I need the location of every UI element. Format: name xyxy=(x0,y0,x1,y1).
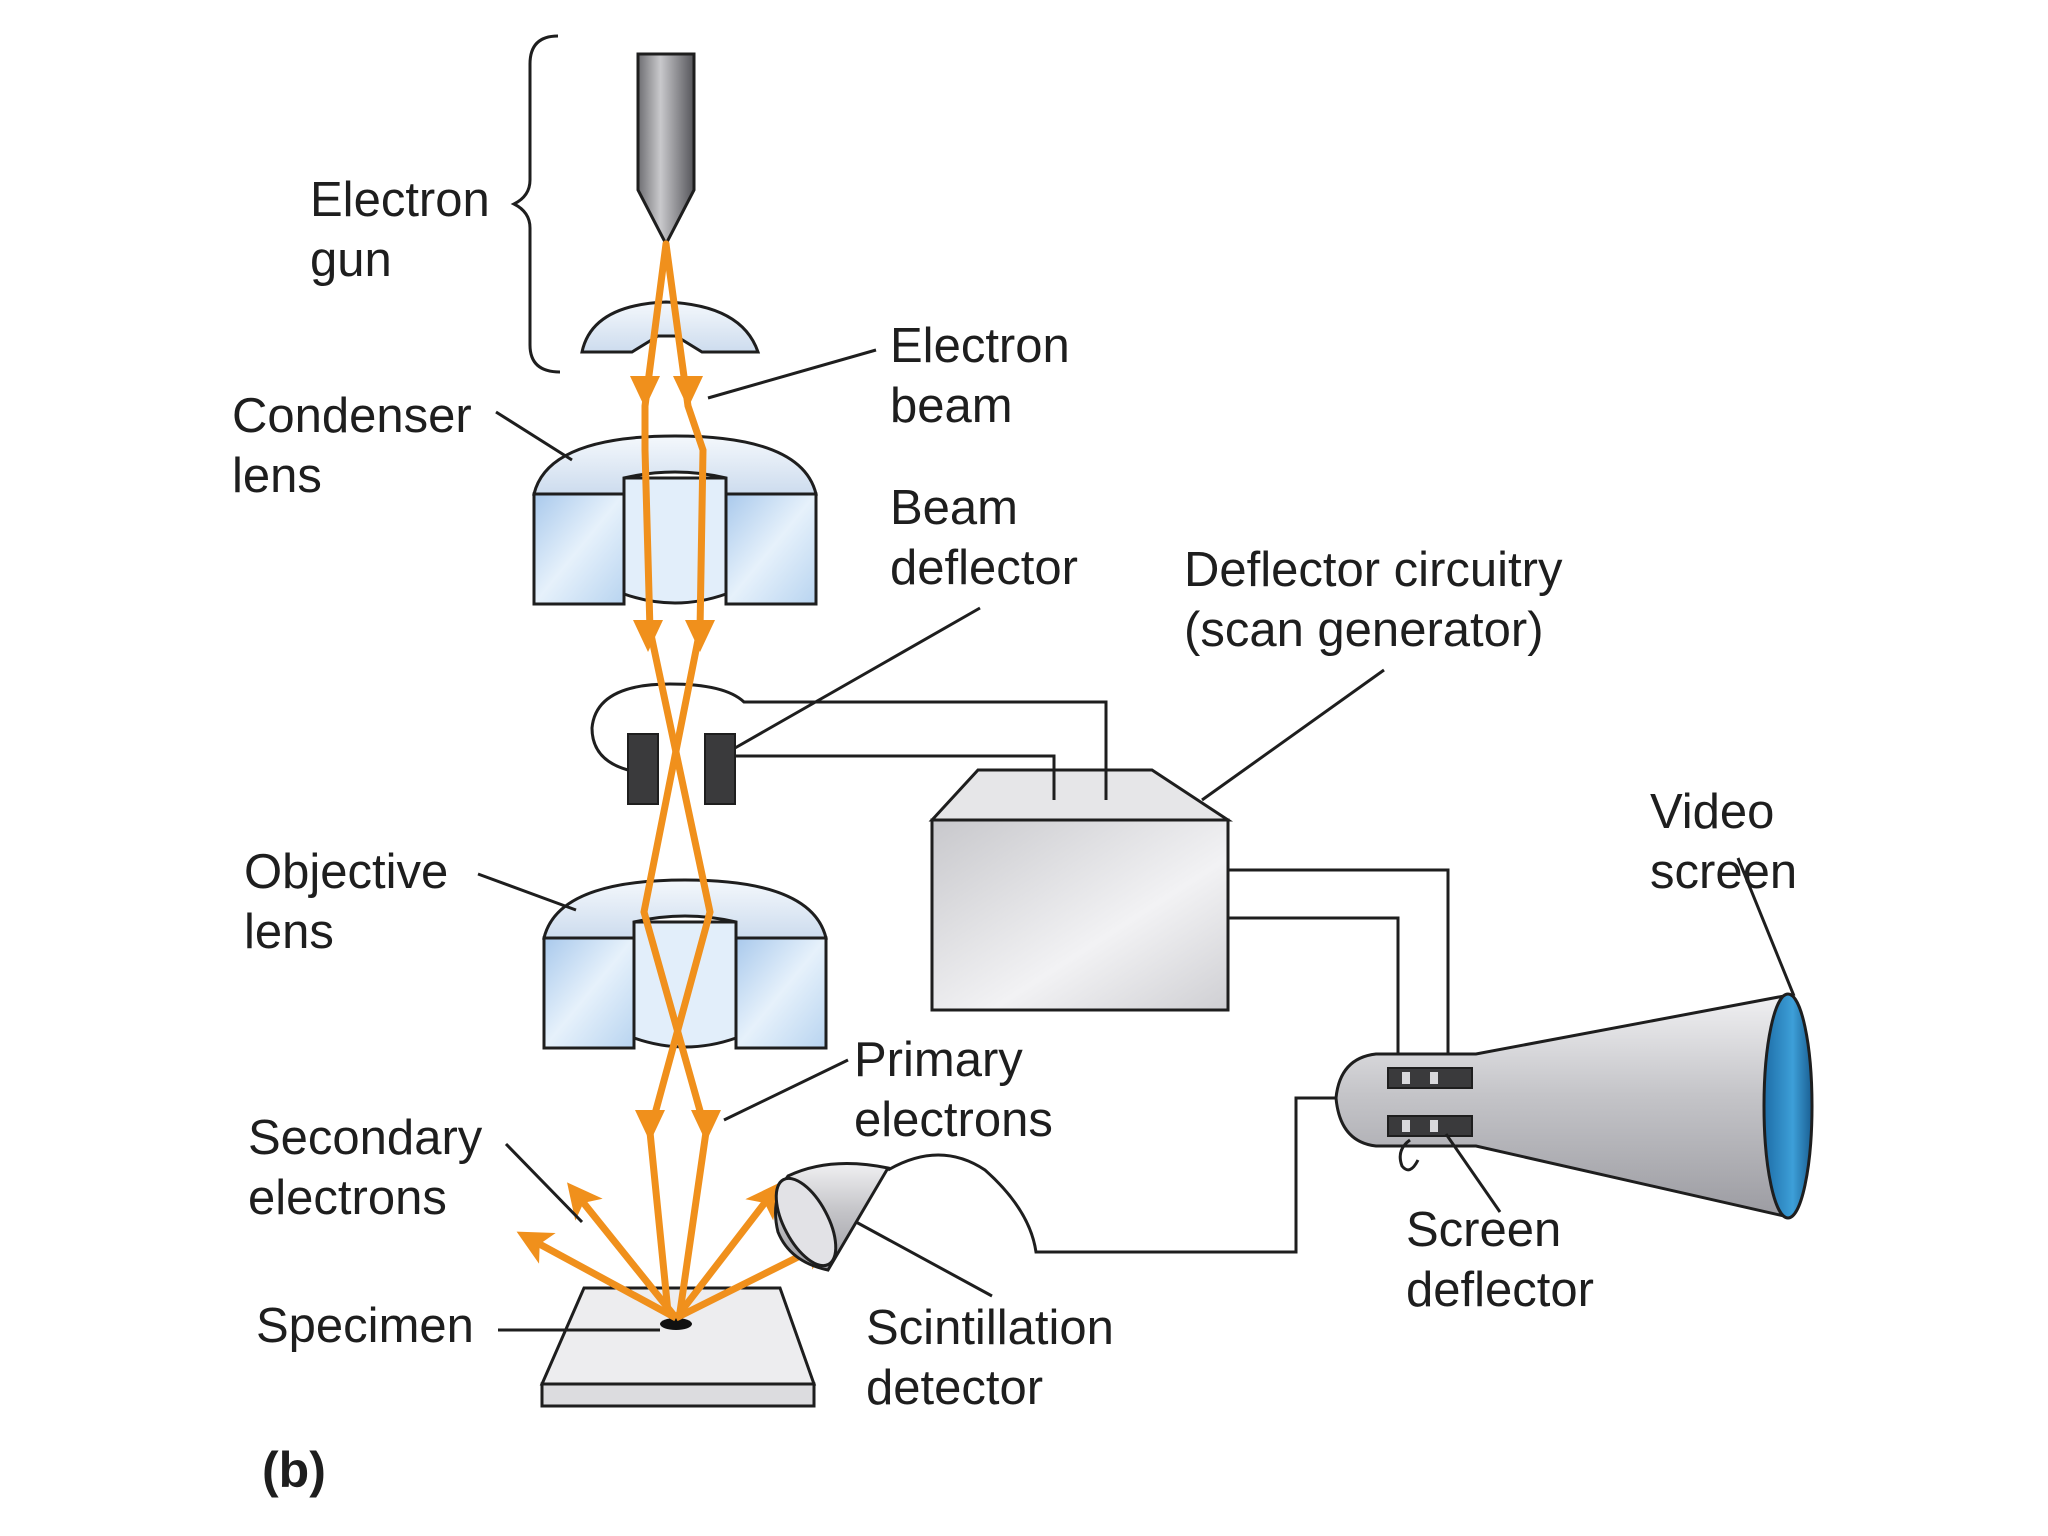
panel-letter: (b) xyxy=(262,1442,326,1498)
specimen-sample xyxy=(660,1318,692,1330)
objective-lens xyxy=(542,878,828,1050)
screen-deflector-plates xyxy=(1387,1067,1473,1172)
anode-plate xyxy=(580,300,761,354)
label-deflector-circuitry: Deflector circuitry(scan generator) xyxy=(1184,543,1563,657)
condenser-lens xyxy=(532,434,818,606)
detector-cable xyxy=(887,1096,1336,1254)
electron-gun-bracket xyxy=(510,34,561,374)
leader-lines xyxy=(477,348,1796,1332)
beam-deflector-plates xyxy=(627,733,736,805)
beam-deflector-coil-wire xyxy=(590,682,1108,800)
primary-beam-arrows xyxy=(630,376,721,1142)
specimen-stage xyxy=(539,1286,817,1408)
video-screen-face xyxy=(1762,992,1814,1220)
beam-deflector-wire xyxy=(735,754,1056,800)
circuitry-to-screen-wire-2 xyxy=(1228,916,1400,1064)
crt-tube xyxy=(1334,992,1814,1220)
scintillation-detector xyxy=(774,1162,891,1272)
label-specimen: Specimen xyxy=(256,1299,474,1353)
deflector-circuitry-box xyxy=(928,768,1234,1012)
circuitry-to-screen-wire-1 xyxy=(1228,868,1450,1064)
electron-gun-cathode xyxy=(636,52,696,248)
